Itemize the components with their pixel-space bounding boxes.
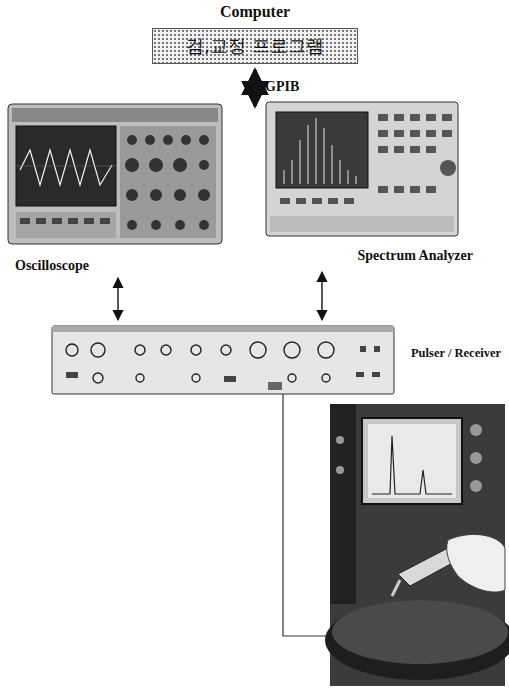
gpib-arrow <box>253 70 257 106</box>
device-caption: Spectrum Analyzer <box>356 248 475 264</box>
device-caption: Oscilloscope <box>13 258 91 274</box>
pulser-receiver-picture <box>52 326 394 394</box>
signal-connector <box>117 278 118 320</box>
heading-label: Computer <box>153 3 357 21</box>
oscilloscope-unit: Oscilloscope <box>5 100 227 276</box>
inspection-photo <box>325 404 509 686</box>
spectrum-analyzer-picture <box>266 102 458 236</box>
program-label: 검,교정 프로그램 <box>186 34 323 58</box>
oscilloscope-picture <box>8 104 222 244</box>
cable <box>283 394 330 636</box>
bus-label: GPIB <box>265 79 299 95</box>
computer-box: Computer검,교정 프로그램 <box>152 28 358 64</box>
spectrum-analyzer-unit: Spectrum Analyzer <box>262 98 505 270</box>
pulser-receiver-unit: Pulser / Receiver <box>48 322 505 398</box>
signal-connector <box>321 272 322 320</box>
device-caption: Pulser / Receiver <box>409 346 503 361</box>
